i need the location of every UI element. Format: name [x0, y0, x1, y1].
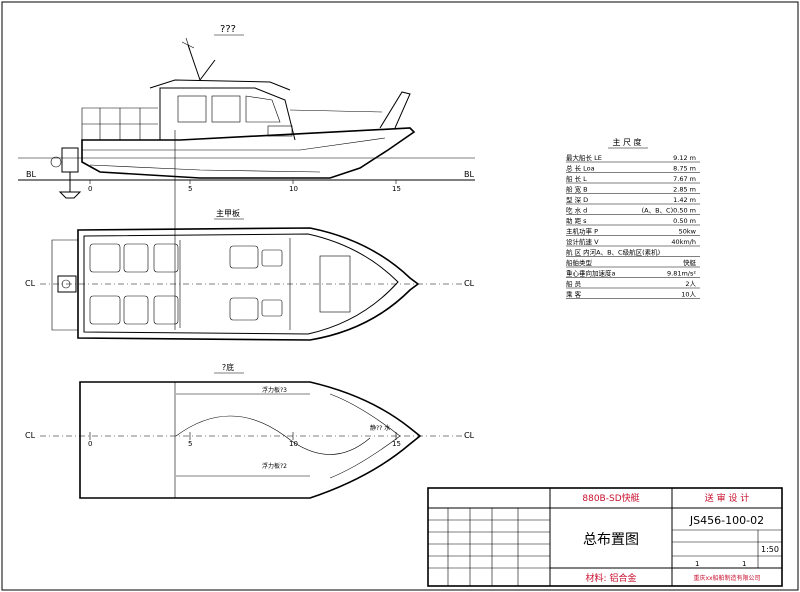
- particular-name: 设计航速 V: [566, 237, 599, 246]
- bl-label-left: BL: [26, 170, 36, 179]
- cl-label-left: CL: [25, 279, 36, 288]
- svg-text:5: 5: [188, 440, 192, 448]
- material: 材料: 铝合金: [586, 572, 637, 584]
- seating-layout: [89, 238, 351, 330]
- svg-text:5: 5: [188, 185, 192, 193]
- deck-outline: [77, 227, 420, 341]
- particular-name: 主机功率 P: [566, 227, 598, 236]
- main-deck-plan-view: 主甲板 CL CL: [25, 208, 475, 341]
- hull-profile: [81, 127, 416, 179]
- particular-name: 吃 水 d: [566, 206, 587, 215]
- particular-name: 航 区 内河A、B、C级航区(素机): [566, 248, 660, 257]
- sheet-b: 1: [742, 560, 746, 568]
- particular-value: 快艇: [683, 258, 697, 267]
- bl-label-right: BL: [464, 170, 474, 179]
- svg-text:0: 0: [88, 185, 92, 193]
- svg-text:0: 0: [88, 440, 92, 448]
- particular-value: (A、B、C)0.50 m: [642, 207, 696, 215]
- bottom-view: ?底 CL CL 浮力板?3 浮力板?2 静?? 水 0 5 10 15: [25, 362, 475, 499]
- sheet-a: 1: [695, 560, 699, 568]
- particulars-title: 主 尺 度: [612, 137, 641, 147]
- particular-name: 最大船长 LE: [566, 153, 602, 162]
- particular-value: 9.81m/s²: [667, 270, 696, 278]
- drawing-title: 总布置图: [583, 532, 639, 548]
- particular-value: 40km/h: [671, 238, 696, 246]
- revision-grid: [428, 508, 550, 586]
- particular-name: 船 长 L: [566, 174, 587, 183]
- stern-motor-symbol: [57, 275, 77, 293]
- particular-value: 8.75 m: [673, 165, 696, 173]
- drawing-number: JS456-100-02: [689, 514, 764, 527]
- bottom-cl-left: CL: [25, 431, 36, 440]
- bottom-label-lower: 浮力板?2: [262, 462, 287, 470]
- cabin: [159, 87, 296, 141]
- chine-curve: [175, 415, 371, 455]
- particular-name: 船舶类型: [566, 258, 593, 267]
- particular-value: 1.42 m: [673, 196, 696, 204]
- particular-value: 50kw: [679, 228, 697, 236]
- particular-value: 10人: [681, 291, 696, 299]
- particular-name: 型 深 D: [566, 195, 588, 204]
- aft-railing: [81, 107, 158, 140]
- scale-value: 1:50: [761, 545, 779, 554]
- principal-particulars-table: 主 尺 度 最大船长 LE 9.12 m 总 长 Loa 8.75 m 船 长 L 7.6…: [566, 137, 700, 299]
- svg-text:15: 15: [392, 185, 401, 193]
- cl-label-right: CL: [464, 279, 475, 288]
- particular-value: 2人: [685, 280, 696, 288]
- side-station-ticks: 0 5 10 15: [88, 180, 401, 193]
- bow-windshield: [379, 91, 411, 129]
- bottom-label-tip: 静?? 水: [370, 424, 390, 432]
- side-view-title: ???: [220, 24, 236, 35]
- svg-text:10: 10: [289, 185, 298, 193]
- bottom-view-title: ?底: [222, 362, 234, 372]
- svg-text:15: 15: [392, 440, 401, 448]
- particular-value: 7.67 m: [673, 175, 696, 183]
- particular-value: 0.50 m: [673, 217, 696, 225]
- bottom-cl-right: CL: [464, 431, 475, 440]
- title-block: 880B-SD快艇 送 审 设 计 总布置图 JS456-100-02 1:50…: [427, 487, 783, 587]
- radar-mast: [181, 37, 216, 81]
- particular-name: 船 宽 B: [566, 185, 588, 194]
- particular-value: 2.85 m: [673, 186, 696, 194]
- cabin-roof: [149, 79, 291, 91]
- particular-value: 9.12 m: [673, 154, 696, 162]
- company-name: 重庆xx船舶制造有限公司: [693, 574, 760, 582]
- bottom-station-ticks: 0 5 10 15: [88, 432, 401, 448]
- particular-name: 重心垂向加速度a: [566, 269, 616, 278]
- design-stage: 送 审 设 计: [705, 492, 750, 504]
- side-profile-view: ??? BL BL: [18, 24, 475, 330]
- particular-name: 助 距 s: [566, 216, 587, 225]
- boat-name: 880B-SD快艇: [582, 492, 639, 504]
- bottom-label-upper: 浮力板?3: [262, 386, 287, 394]
- particular-name: 总 长 Loa: [566, 164, 595, 173]
- svg-text:10: 10: [289, 440, 298, 448]
- outboard-motor: [50, 147, 82, 199]
- bottom-hull-outline: [79, 381, 422, 499]
- particular-name: 船 员: [566, 279, 582, 288]
- particular-name: 乘 客: [566, 290, 582, 299]
- plan-view-title: 主甲板: [216, 208, 240, 218]
